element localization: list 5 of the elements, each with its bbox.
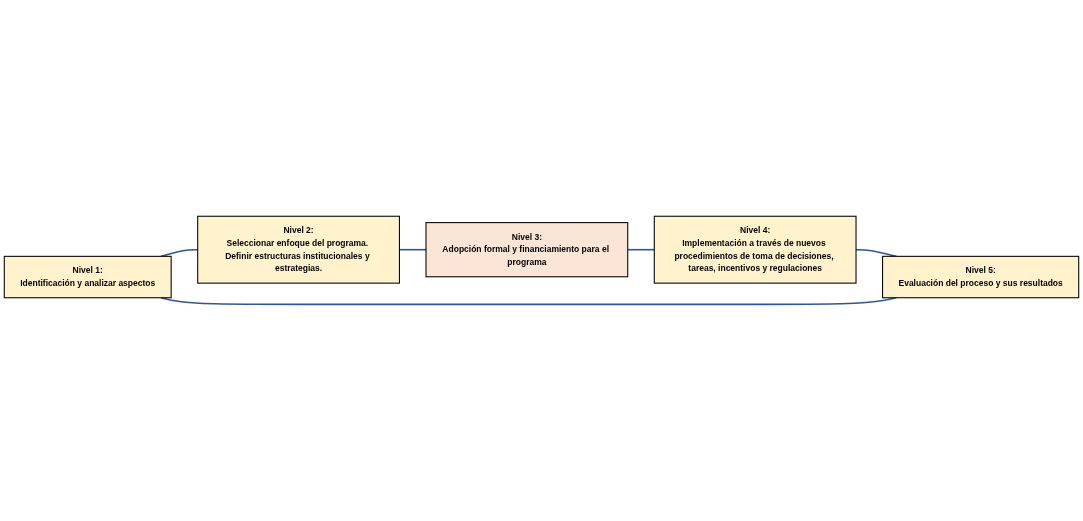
- node-box: Nivel 5: Evaluación del proceso y sus resultados: [882, 256, 1080, 299]
- node-box: Nivel 2: Seleccionar enfoque del programa. Definir estructuras institucionales y estrategias.: [197, 215, 400, 284]
- node-box: Nivel 1: Identificación y analizar aspectos: [3, 256, 172, 299]
- node-box: Nivel 3: Adopción formal y financiamiento para el programa: [425, 222, 629, 278]
- node-box: Nivel 4: Implementación a través de nuevos procedimientos de toma de decisiones, tareas, incentivos y regulaciones: [653, 215, 857, 284]
